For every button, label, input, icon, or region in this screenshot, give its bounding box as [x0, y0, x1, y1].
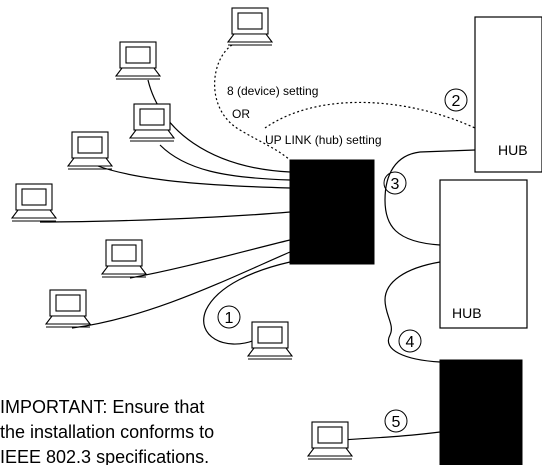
cable-computer-7	[203, 261, 291, 345]
callout-1: 1	[225, 310, 234, 327]
dotted-cable-uplink	[264, 101, 476, 129]
or-label: OR	[232, 107, 250, 121]
note-line-2: the installation conforms to	[0, 422, 214, 442]
cables	[39, 79, 476, 441]
computer-icon	[226, 7, 274, 46]
computer-icon	[128, 103, 176, 142]
callout-2: 2	[452, 93, 461, 110]
hub-box-top	[474, 16, 542, 173]
callout-circle-5	[384, 409, 408, 433]
callout-circle-2	[444, 88, 468, 112]
dotted-cable-top-computer	[214, 44, 293, 163]
devices	[289, 16, 542, 465]
callout-circle-4	[398, 329, 422, 353]
callout-circle-3	[383, 171, 407, 195]
cable-computer-2	[159, 144, 291, 181]
callouts	[217, 88, 468, 433]
note-line-1: IMPORTANT: Ensure that	[0, 397, 204, 417]
device-setting-label: 8 (device) setting	[227, 84, 318, 98]
computers	[10, 7, 354, 460]
computer-icon	[306, 421, 354, 460]
cable-switch-hub1	[384, 149, 476, 246]
cable-hub2-switch	[384, 261, 441, 363]
hub-label-top: HUB	[498, 142, 528, 158]
uplink-setting-label: UP LINK (hub) setting	[265, 133, 382, 147]
hub-box-middle	[439, 179, 528, 329]
cable-computer-5	[129, 239, 291, 279]
callout-3: 3	[391, 176, 400, 193]
computer-icon	[100, 239, 148, 278]
cable-computer-6	[71, 251, 291, 329]
computer-icon	[10, 183, 58, 222]
callout-5: 5	[392, 414, 401, 431]
cable-switch-computer-5	[339, 431, 441, 441]
computer-icon	[44, 289, 92, 328]
callout-4: 4	[406, 334, 415, 351]
computer-icon	[114, 41, 162, 80]
computer-icon	[66, 131, 114, 170]
cable-computer-3	[94, 164, 291, 189]
cable-computer-4	[39, 211, 291, 223]
switch-box	[289, 159, 375, 265]
callout-circle-1	[217, 305, 241, 329]
switch-box-lower	[439, 359, 523, 465]
note-line-3: IEEE 802.3 specifications.	[0, 447, 209, 465]
computer-icon	[246, 321, 294, 360]
hub-label-middle: HUB	[452, 305, 482, 321]
cable-computer-1	[147, 79, 291, 173]
dotted-cables	[214, 44, 476, 163]
